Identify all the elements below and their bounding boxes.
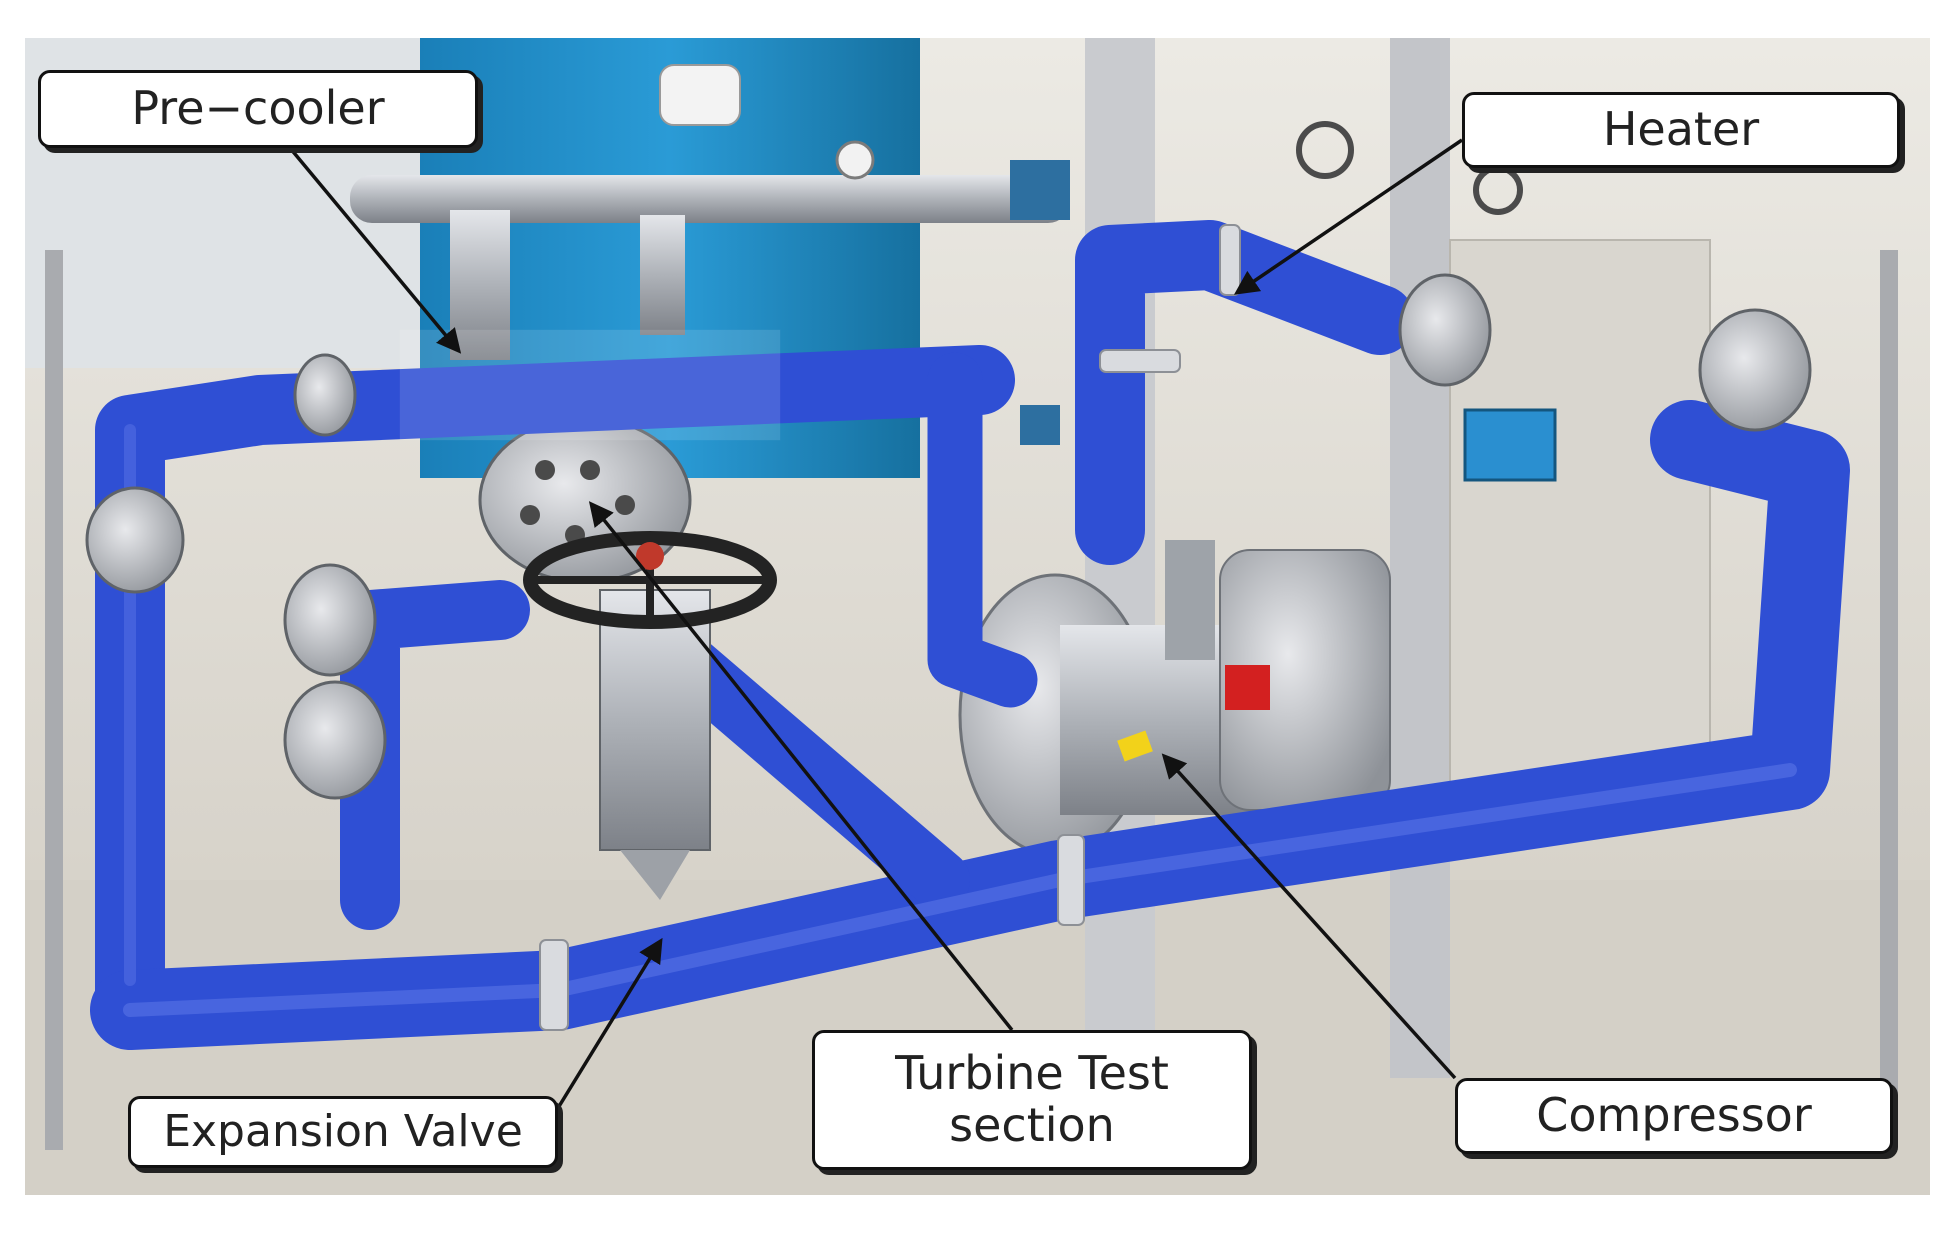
label-compressor: Compressor <box>1455 1078 1893 1154</box>
label-turbine-line1: Turbine Test <box>895 1046 1169 1101</box>
arrow-heater <box>1233 138 1463 295</box>
label-precooler-text: Pre−cooler <box>131 81 385 136</box>
arrow-turbine <box>588 501 1014 1032</box>
arrow-expansion-valve <box>556 937 663 1109</box>
arrow-compressor <box>1161 753 1457 1080</box>
label-heater: Heater <box>1462 92 1900 168</box>
blue-insulated-piping <box>90 220 1850 1050</box>
label-expansion-valve-text: Expansion Valve <box>163 1106 523 1158</box>
frame-rail-right <box>1880 250 1898 1150</box>
blue-transmitter <box>1020 405 1060 445</box>
arrow-precooler <box>288 146 462 354</box>
cabinet <box>1449 239 1711 801</box>
flanges <box>85 273 1812 800</box>
frame-rail-left <box>45 250 63 1150</box>
acrylic-panel <box>399 329 781 441</box>
upper-grey-piping <box>350 64 1070 360</box>
label-heater-text: Heater <box>1602 102 1760 157</box>
label-turbine-test-section: Turbine Test section <box>812 1030 1252 1170</box>
callout-arrows <box>288 138 1463 1109</box>
label-turbine-line2: section <box>949 1098 1115 1152</box>
pipe-bands <box>539 224 1241 1031</box>
label-precooler: Pre−cooler <box>38 70 478 148</box>
label-expansion-valve: Expansion Valve <box>128 1096 558 1168</box>
label-compressor-text: Compressor <box>1536 1088 1812 1143</box>
compressor-body <box>958 540 1391 857</box>
handwheel-upper-2 <box>1473 165 1523 215</box>
handwheel-upper <box>1296 121 1354 179</box>
blue-sensor <box>1463 408 1557 482</box>
steel-column-2 <box>1390 38 1450 1078</box>
